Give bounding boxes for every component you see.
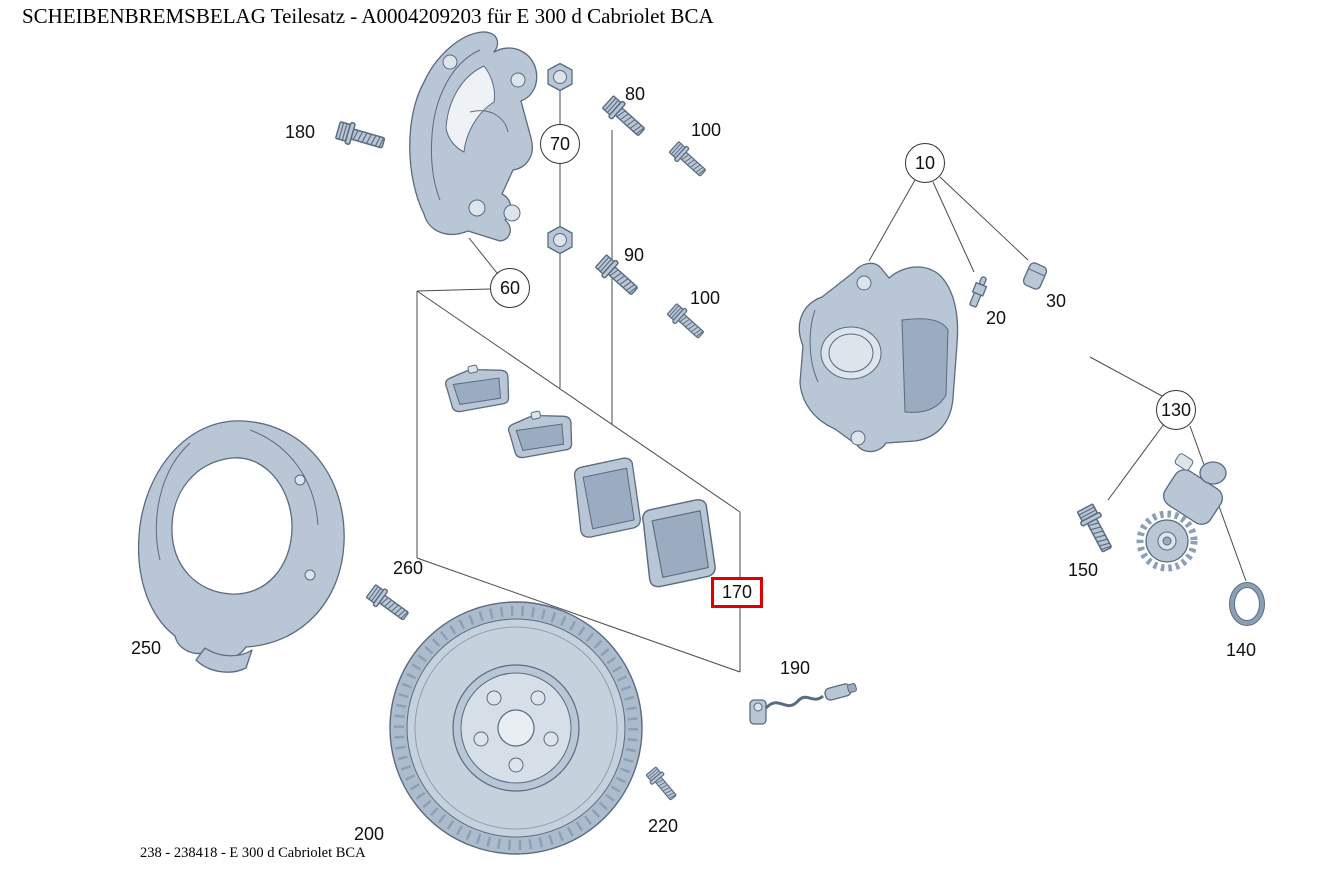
part-label-260[interactable]: 260: [393, 558, 424, 578]
page-title: SCHEIBENBREMSBELAG Teilesatz - A00042092…: [22, 4, 714, 28]
guide-bolt-180[interactable]: [334, 118, 388, 155]
part-callout-10[interactable]: 10: [905, 143, 945, 183]
brake-caliper[interactable]: [798, 262, 959, 453]
part-label-100-upper[interactable]: 100: [691, 120, 722, 140]
part-label-150[interactable]: 150: [1068, 560, 1099, 580]
dust-cap-30[interactable]: [1022, 261, 1048, 290]
part-callout-60[interactable]: 60: [490, 268, 530, 308]
brake-disc-200[interactable]: [389, 601, 643, 855]
o-ring-140[interactable]: [1229, 582, 1265, 626]
splash-shield-250[interactable]: [137, 420, 345, 673]
part-label-80[interactable]: 80: [625, 84, 646, 104]
actuator-130[interactable]: [1136, 453, 1227, 572]
part-label-140[interactable]: 140: [1226, 640, 1257, 660]
part-label-220[interactable]: 220: [648, 816, 679, 836]
part-callout-70[interactable]: 70: [540, 124, 580, 164]
brake-pad-set-170[interactable]: [442, 357, 717, 589]
bolt-100-upper[interactable]: [667, 139, 710, 181]
hex-nut-top-70[interactable]: [547, 62, 573, 92]
highlighted-part-label-170[interactable]: 170: [711, 577, 763, 608]
wear-sensor-190[interactable]: [749, 683, 857, 725]
hex-nut-bottom-70[interactable]: [547, 225, 573, 255]
part-label-200[interactable]: 200: [354, 824, 385, 844]
part-label-30[interactable]: 30: [1046, 291, 1067, 311]
bolt-220[interactable]: [644, 765, 681, 804]
bolt-260[interactable]: [364, 582, 413, 626]
part-label-250[interactable]: 250: [131, 638, 162, 658]
bolt-150[interactable]: [1074, 502, 1118, 556]
leader-lines: [416, 80, 1247, 673]
part-callout-130[interactable]: 130: [1156, 390, 1196, 430]
bleeder-valve-20[interactable]: [968, 275, 990, 308]
part-label-100-lower[interactable]: 100: [690, 288, 721, 308]
part-label-190[interactable]: 190: [780, 658, 811, 678]
vehicle-caption: 238 - 238418 - E 300 d Cabriolet BCA: [140, 845, 366, 861]
part-label-20[interactable]: 20: [986, 308, 1007, 328]
part-label-180[interactable]: 180: [285, 122, 316, 142]
part-label-90[interactable]: 90: [624, 245, 645, 265]
caliper-bracket[interactable]: [409, 31, 538, 242]
